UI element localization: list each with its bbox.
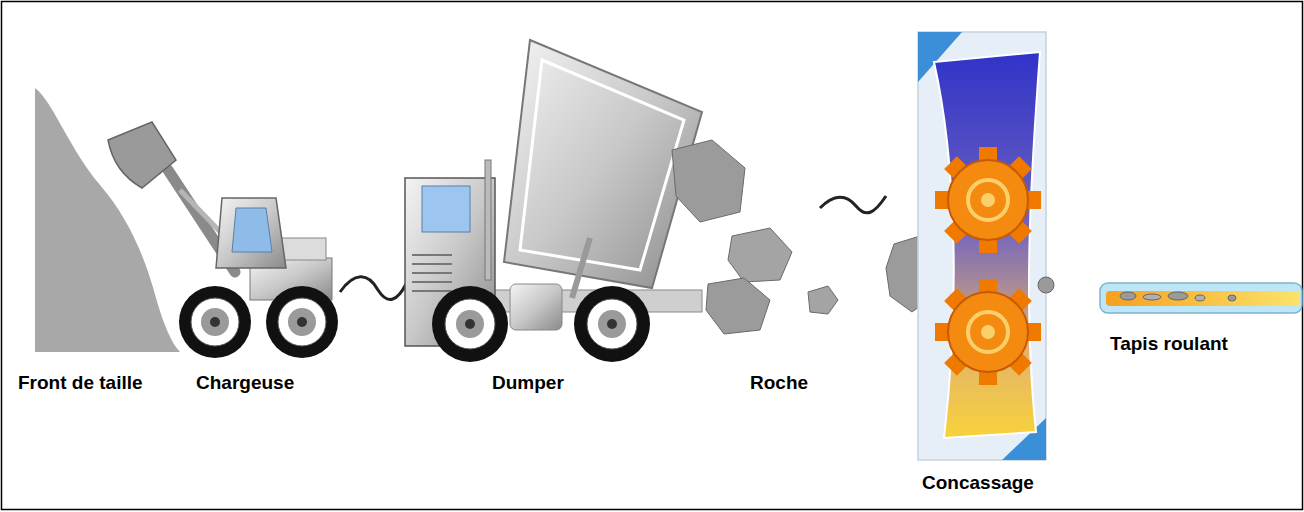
loader-bucket — [108, 122, 176, 188]
dump-bed — [504, 40, 702, 288]
rock-fragment — [1038, 277, 1054, 293]
truck-tank — [510, 284, 562, 330]
gravel — [1120, 292, 1136, 300]
truck-grille — [412, 255, 452, 291]
truck-wheel — [432, 286, 508, 362]
flow-tilde — [340, 277, 406, 300]
rock-face — [35, 88, 180, 352]
crusher-gear — [935, 279, 1041, 385]
part-label: Tapis roulant — [1110, 333, 1228, 355]
part-label: Concassage — [922, 472, 1034, 494]
dump-piston — [572, 238, 590, 298]
part-label: Chargeuse — [196, 372, 294, 394]
gravel — [1195, 295, 1205, 301]
gravel — [1228, 295, 1236, 301]
rock — [808, 286, 838, 314]
part-label: Dumper — [492, 372, 564, 394]
rock — [728, 228, 792, 282]
part-label: Roche — [750, 372, 808, 394]
conveyor-belt — [1100, 283, 1302, 313]
conveyor-surface — [1106, 291, 1300, 306]
loader-wheel — [179, 286, 251, 358]
loader-cab — [216, 198, 286, 268]
truck-exhaust — [485, 160, 491, 280]
rock — [672, 140, 745, 222]
dump-bed-edge — [520, 60, 684, 270]
crusher-gear — [935, 147, 1041, 253]
flow-tilde — [820, 196, 886, 213]
crusher-frame — [918, 32, 1046, 460]
rock — [706, 278, 770, 334]
loader-window — [232, 208, 272, 252]
truck-wheel — [574, 286, 650, 362]
gravel — [1168, 292, 1188, 300]
truck-window — [422, 186, 470, 232]
crusher-chamber — [934, 52, 1040, 438]
gravel — [1143, 294, 1161, 300]
part-label: Front de taille — [18, 372, 143, 394]
loader-wheel — [266, 286, 338, 358]
